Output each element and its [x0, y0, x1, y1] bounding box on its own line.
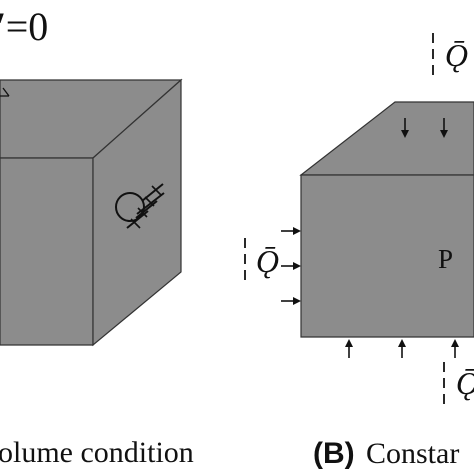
arrow-bottom-2 [398, 339, 406, 358]
cube-b-front-face [300, 174, 474, 338]
cube-b-top-face [299, 101, 474, 176]
arrow-left-1 [281, 227, 301, 235]
flux-symbol-left: Ǭ [256, 243, 279, 279]
caption-b-text: Constar [366, 437, 459, 470]
cube-a-front-face [0, 157, 94, 346]
caption-b-letter: (B) [313, 437, 355, 470]
arrow-top-1 [401, 118, 409, 138]
panel-b: P Ǭ Ǭ Ǭ [244, 33, 474, 470]
arrow-left-3 [281, 297, 301, 305]
arrow-bottom-1 [345, 339, 353, 358]
caption-a: olume condition [0, 436, 194, 469]
arrow-top-2 [440, 118, 448, 138]
pressure-label: P [438, 244, 453, 274]
flux-marker-bottom: Ǭ [443, 362, 474, 404]
pressure-arrows-left [281, 227, 301, 305]
cube-a-side-face [92, 78, 182, 347]
volume-equation: ′=0 [0, 4, 48, 49]
axis-tick-fragment [0, 87, 10, 97]
pressure-arrows-bottom [345, 339, 459, 358]
arrow-left-2 [281, 262, 301, 270]
flux-marker-left: Ǭ [244, 238, 279, 280]
flux-symbol-top: Ǭ [445, 37, 468, 73]
pressure-arrows-top [401, 118, 448, 138]
panel-a: ′=0 olume condition [0, 4, 194, 469]
arrow-bottom-3 [451, 339, 459, 358]
flux-symbol-bottom: Ǭ [456, 365, 474, 401]
flux-marker-top: Ǭ [432, 33, 468, 75]
fixed-support-icon [115, 183, 165, 229]
